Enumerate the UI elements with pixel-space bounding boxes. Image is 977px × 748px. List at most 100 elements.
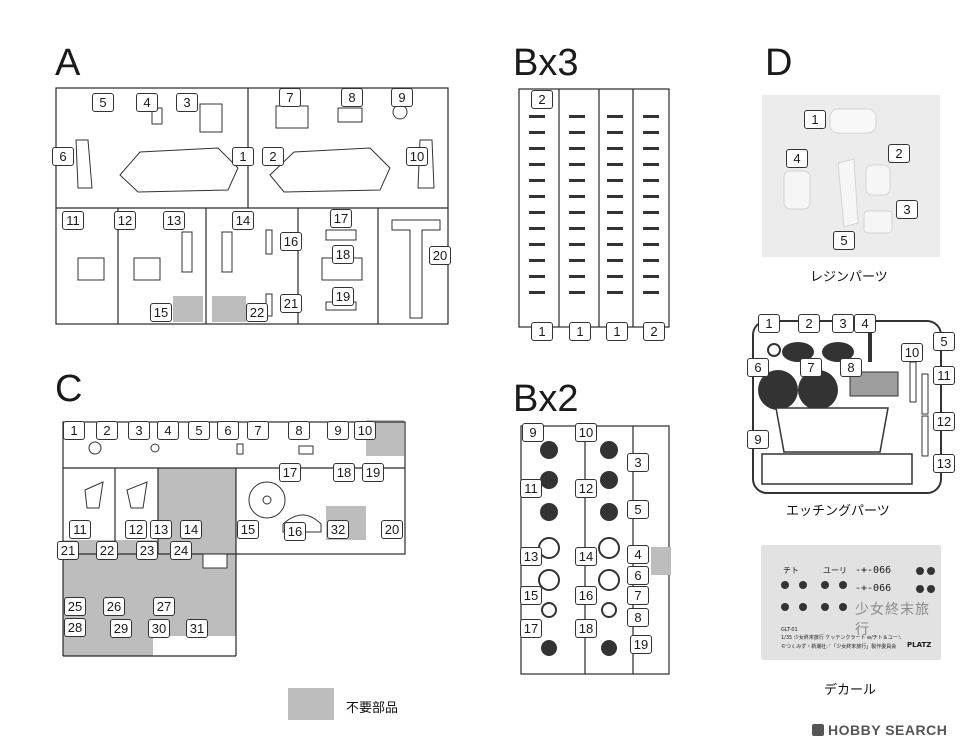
label-bx3-2-bottom: 2	[643, 322, 665, 341]
label-c-2: 2	[96, 421, 118, 440]
label-c-19: 19	[362, 463, 384, 482]
decal-small-3: ©つくみず・新潮社／「少女終末旅行」製作委員会	[781, 644, 897, 650]
label-bx2-18: 18	[575, 619, 597, 638]
label-c-27: 27	[153, 597, 175, 616]
label-c-20: 20	[381, 520, 403, 539]
label-c-7: 7	[247, 421, 269, 440]
label-bx2-17: 17	[520, 619, 542, 638]
decal-small-2: 1/35 少女終末旅行 ケッテンクラート w/チト＆ユーリ	[781, 635, 901, 641]
section-bx3-title: Bx3	[513, 42, 579, 84]
label-c-14: 14	[180, 520, 202, 539]
label-c-28: 28	[64, 618, 86, 637]
label-a-15: 15	[150, 303, 172, 322]
label-c-18: 18	[333, 463, 355, 482]
label-bx2-19: 19	[630, 635, 652, 654]
decal-yuri: ユーリ	[823, 566, 847, 575]
label-etch-11: 11	[933, 366, 955, 385]
decal-emblems	[781, 581, 847, 611]
decal-code-2: -+-066	[855, 583, 892, 594]
section-a-title: A	[55, 42, 81, 84]
label-bx2-3: 3	[627, 453, 649, 472]
label-a-18: 18	[332, 245, 354, 264]
label-bx2-14: 14	[575, 547, 597, 566]
label-c-15: 15	[237, 520, 259, 539]
label-bx2-7: 7	[627, 586, 649, 605]
unused-bx2-4-6	[651, 547, 671, 575]
label-bx2-11: 11	[520, 479, 542, 498]
decal-chito: チト	[783, 566, 799, 575]
label-c-21: 21	[57, 541, 79, 560]
label-etch-9: 9	[747, 430, 769, 449]
label-c-26: 26	[103, 597, 125, 616]
label-bx2-16: 16	[575, 586, 597, 605]
unused-legend-swatch	[288, 688, 334, 720]
label-a-19: 19	[332, 287, 354, 306]
decal-caption: デカール	[824, 683, 877, 698]
label-bx2-15: 15	[520, 586, 542, 605]
label-a-11: 11	[62, 211, 84, 230]
resin-parts-caption: レジンパーツ	[810, 270, 888, 285]
label-c-23: 23	[136, 541, 158, 560]
label-etch-6: 6	[747, 358, 769, 377]
sprue-a-frame	[55, 87, 449, 325]
decal-sheet: チト ユーリ -+-066 -+-066 少女終末旅行 GLT-01 1/35 …	[761, 545, 941, 660]
section-d-title: D	[765, 42, 793, 84]
label-a-8: 8	[341, 88, 363, 107]
label-c-12: 12	[125, 520, 147, 539]
label-d-3: 3	[896, 200, 918, 219]
sprue-c-frame	[62, 421, 406, 657]
label-a-13: 13	[163, 211, 185, 230]
watermark-logo-icon	[812, 724, 824, 736]
label-bx2-13: 13	[520, 547, 542, 566]
label-a-3: 3	[176, 93, 198, 112]
label-a-16: 16	[280, 232, 302, 251]
label-a-5: 5	[92, 93, 114, 112]
label-bx2-4: 4	[627, 545, 649, 564]
decal-small-1: GLT-01	[781, 627, 798, 633]
section-bx2-title: Bx2	[513, 378, 579, 420]
label-c-11: 11	[69, 520, 91, 539]
decal-code-1: -+-066	[855, 565, 892, 576]
decal-title: 少女終末旅行	[855, 602, 930, 638]
label-d-4: 4	[786, 149, 808, 168]
label-c-10: 10	[354, 421, 376, 440]
label-a-10: 10	[406, 147, 428, 166]
label-a-6: 6	[52, 147, 74, 166]
label-etch-8: 8	[840, 358, 862, 377]
label-d-2: 2	[888, 144, 910, 163]
label-bx2-6: 6	[627, 566, 649, 585]
sprue-bx3-frame	[518, 88, 670, 328]
label-etch-3: 3	[832, 314, 854, 333]
label-c-6: 6	[217, 421, 239, 440]
label-a-12: 12	[114, 211, 136, 230]
unused-legend-label: 不要部品	[346, 701, 399, 716]
label-d-1: 1	[804, 110, 826, 129]
label-c-24: 24	[170, 541, 192, 560]
label-a-22: 22	[246, 303, 268, 322]
label-d-5: 5	[833, 231, 855, 250]
label-c-16: 16	[284, 522, 306, 541]
label-a-1: 1	[232, 147, 254, 166]
label-bx2-5: 5	[627, 500, 649, 519]
label-etch-4: 4	[854, 314, 876, 333]
label-c-4: 4	[157, 421, 179, 440]
label-c-13: 13	[150, 520, 172, 539]
label-c-31: 31	[186, 619, 208, 638]
label-c-29: 29	[110, 619, 132, 638]
label-c-5: 5	[188, 421, 210, 440]
label-c-32: 32	[327, 520, 349, 539]
label-c-3: 3	[128, 421, 150, 440]
hobby-search-watermark: HOBBY SEARCH	[812, 722, 947, 738]
watermark-text: HOBBY SEARCH	[828, 722, 948, 738]
decal-dots	[916, 567, 935, 593]
decal-brand: PLATZ	[907, 641, 932, 649]
label-a-9: 9	[391, 88, 413, 107]
etching-parts-caption: エッチングパーツ	[786, 504, 890, 519]
section-c-title: C	[55, 368, 83, 410]
label-bx2-10: 10	[575, 423, 597, 442]
label-c-22: 22	[96, 541, 118, 560]
label-bx3-1-b: 1	[569, 322, 591, 341]
label-c-1: 1	[63, 421, 85, 440]
unused-part-a-22	[212, 296, 246, 322]
label-a-7: 7	[279, 88, 301, 107]
